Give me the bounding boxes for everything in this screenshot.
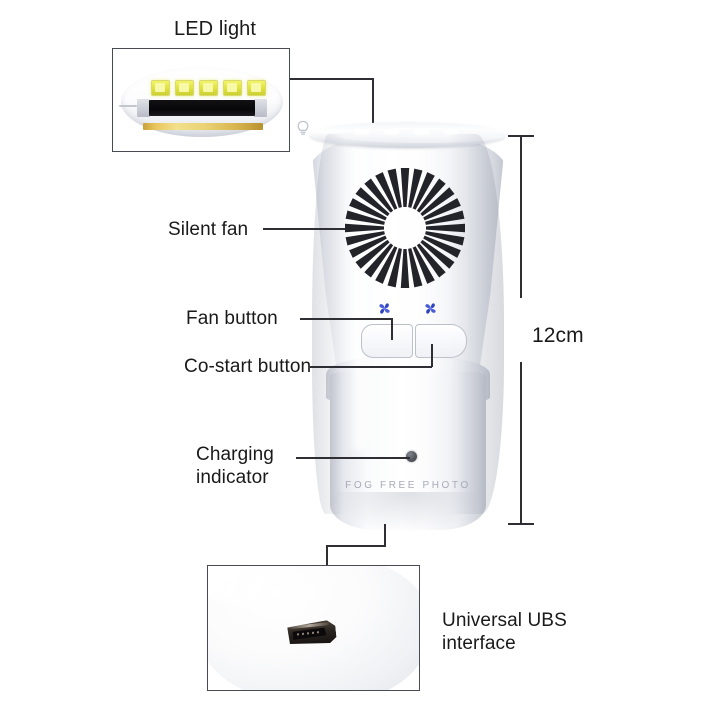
grille-blade [412, 246, 435, 284]
rim-led-segment [444, 130, 459, 134]
grille-blade [349, 235, 387, 258]
grille-blade [345, 223, 384, 233]
rim-led-segment [354, 130, 369, 134]
grille-blade [364, 178, 394, 213]
control-panel: FOG FREE PHOTO [296, 120, 520, 540]
silent-fan-label: Silent fan [168, 219, 249, 240]
led-module-photo [119, 67, 283, 137]
led-recess-cap-left [137, 99, 150, 117]
led-light-title: LED light [174, 18, 257, 40]
grille-blade [420, 239, 455, 269]
silent-fan-grille [343, 166, 467, 290]
light-bulb-icon [297, 120, 309, 135]
grille-blade [408, 248, 423, 288]
charging-indicator-leader-line [296, 457, 410, 459]
usb-connector-horizontal [326, 545, 386, 547]
grille-blade [423, 235, 461, 258]
rim-led-segment [414, 130, 429, 134]
usb-connector-upper-vertical [384, 524, 386, 546]
grille-blade [387, 248, 402, 288]
led-connector-vertical [372, 78, 374, 135]
fan-button-label: Fan button [186, 308, 278, 329]
led-recess-cap-right [254, 99, 267, 117]
usb-connector-lower-vertical [326, 545, 328, 567]
grille-blade [364, 243, 394, 278]
charging-indicator-led [406, 451, 417, 462]
device-top-rim-inner [336, 128, 508, 143]
fan-button-leader-drop [391, 318, 393, 340]
device-brand-text: FOG FREE PHOTO [345, 480, 471, 491]
led-chip [223, 80, 242, 96]
universal-usb-interface-label: Universal UBS interface [442, 610, 567, 654]
co-start-leader-line [310, 366, 432, 368]
co-start-button[interactable] [415, 324, 467, 358]
grille-blade [355, 187, 390, 217]
led-chip [151, 80, 170, 96]
co-start-leader-drop [431, 344, 433, 367]
grille-blade [387, 168, 402, 208]
grille-blade [345, 210, 385, 225]
usb-surface-highlight [208, 566, 324, 610]
dimension-cap-top [508, 135, 534, 137]
grille-blade [425, 231, 465, 246]
led-black-recess [149, 100, 255, 116]
fan-icon [379, 303, 390, 314]
dimension-line-lower [520, 362, 522, 524]
grille-blade [423, 198, 461, 221]
dimension-cap-bottom [508, 523, 534, 525]
led-chip [175, 80, 194, 96]
grille-blade [416, 178, 446, 213]
led-chip [247, 80, 266, 96]
grille-blade [355, 239, 390, 269]
led-chip [199, 80, 218, 96]
fan-button-leader-line [300, 318, 392, 320]
led-gold-strip [143, 123, 263, 130]
dimension-line-upper [520, 136, 522, 298]
silent-fan-leader-line [263, 228, 345, 230]
grille-blade [425, 210, 465, 225]
device-illustration: FOG FREE PHOTO [296, 120, 520, 540]
led-callout-box [112, 48, 290, 152]
grille-blade [426, 223, 465, 233]
device-top-rim [310, 122, 508, 148]
grille-blade [400, 168, 410, 207]
grille-blade [416, 243, 446, 278]
grille-blade [345, 231, 385, 246]
fan-button[interactable] [361, 324, 413, 358]
led-module-notch [119, 105, 137, 107]
rim-led-segment [384, 130, 399, 134]
grille-blade [408, 168, 423, 208]
grille-blade [349, 198, 387, 221]
grille-blade [375, 246, 398, 284]
usb-callout-box [207, 565, 420, 691]
led-connector-horizontal [290, 78, 374, 80]
grille-blade [400, 249, 410, 288]
grille-blade [420, 187, 455, 217]
dimension-label: 12cm [532, 324, 584, 347]
grille-blade [375, 172, 398, 210]
fan-icon [425, 303, 436, 314]
grille-blade [412, 172, 435, 210]
co-start-button-label: Co-start button [184, 356, 312, 377]
charging-indicator-label: Charging indicator [196, 444, 274, 488]
